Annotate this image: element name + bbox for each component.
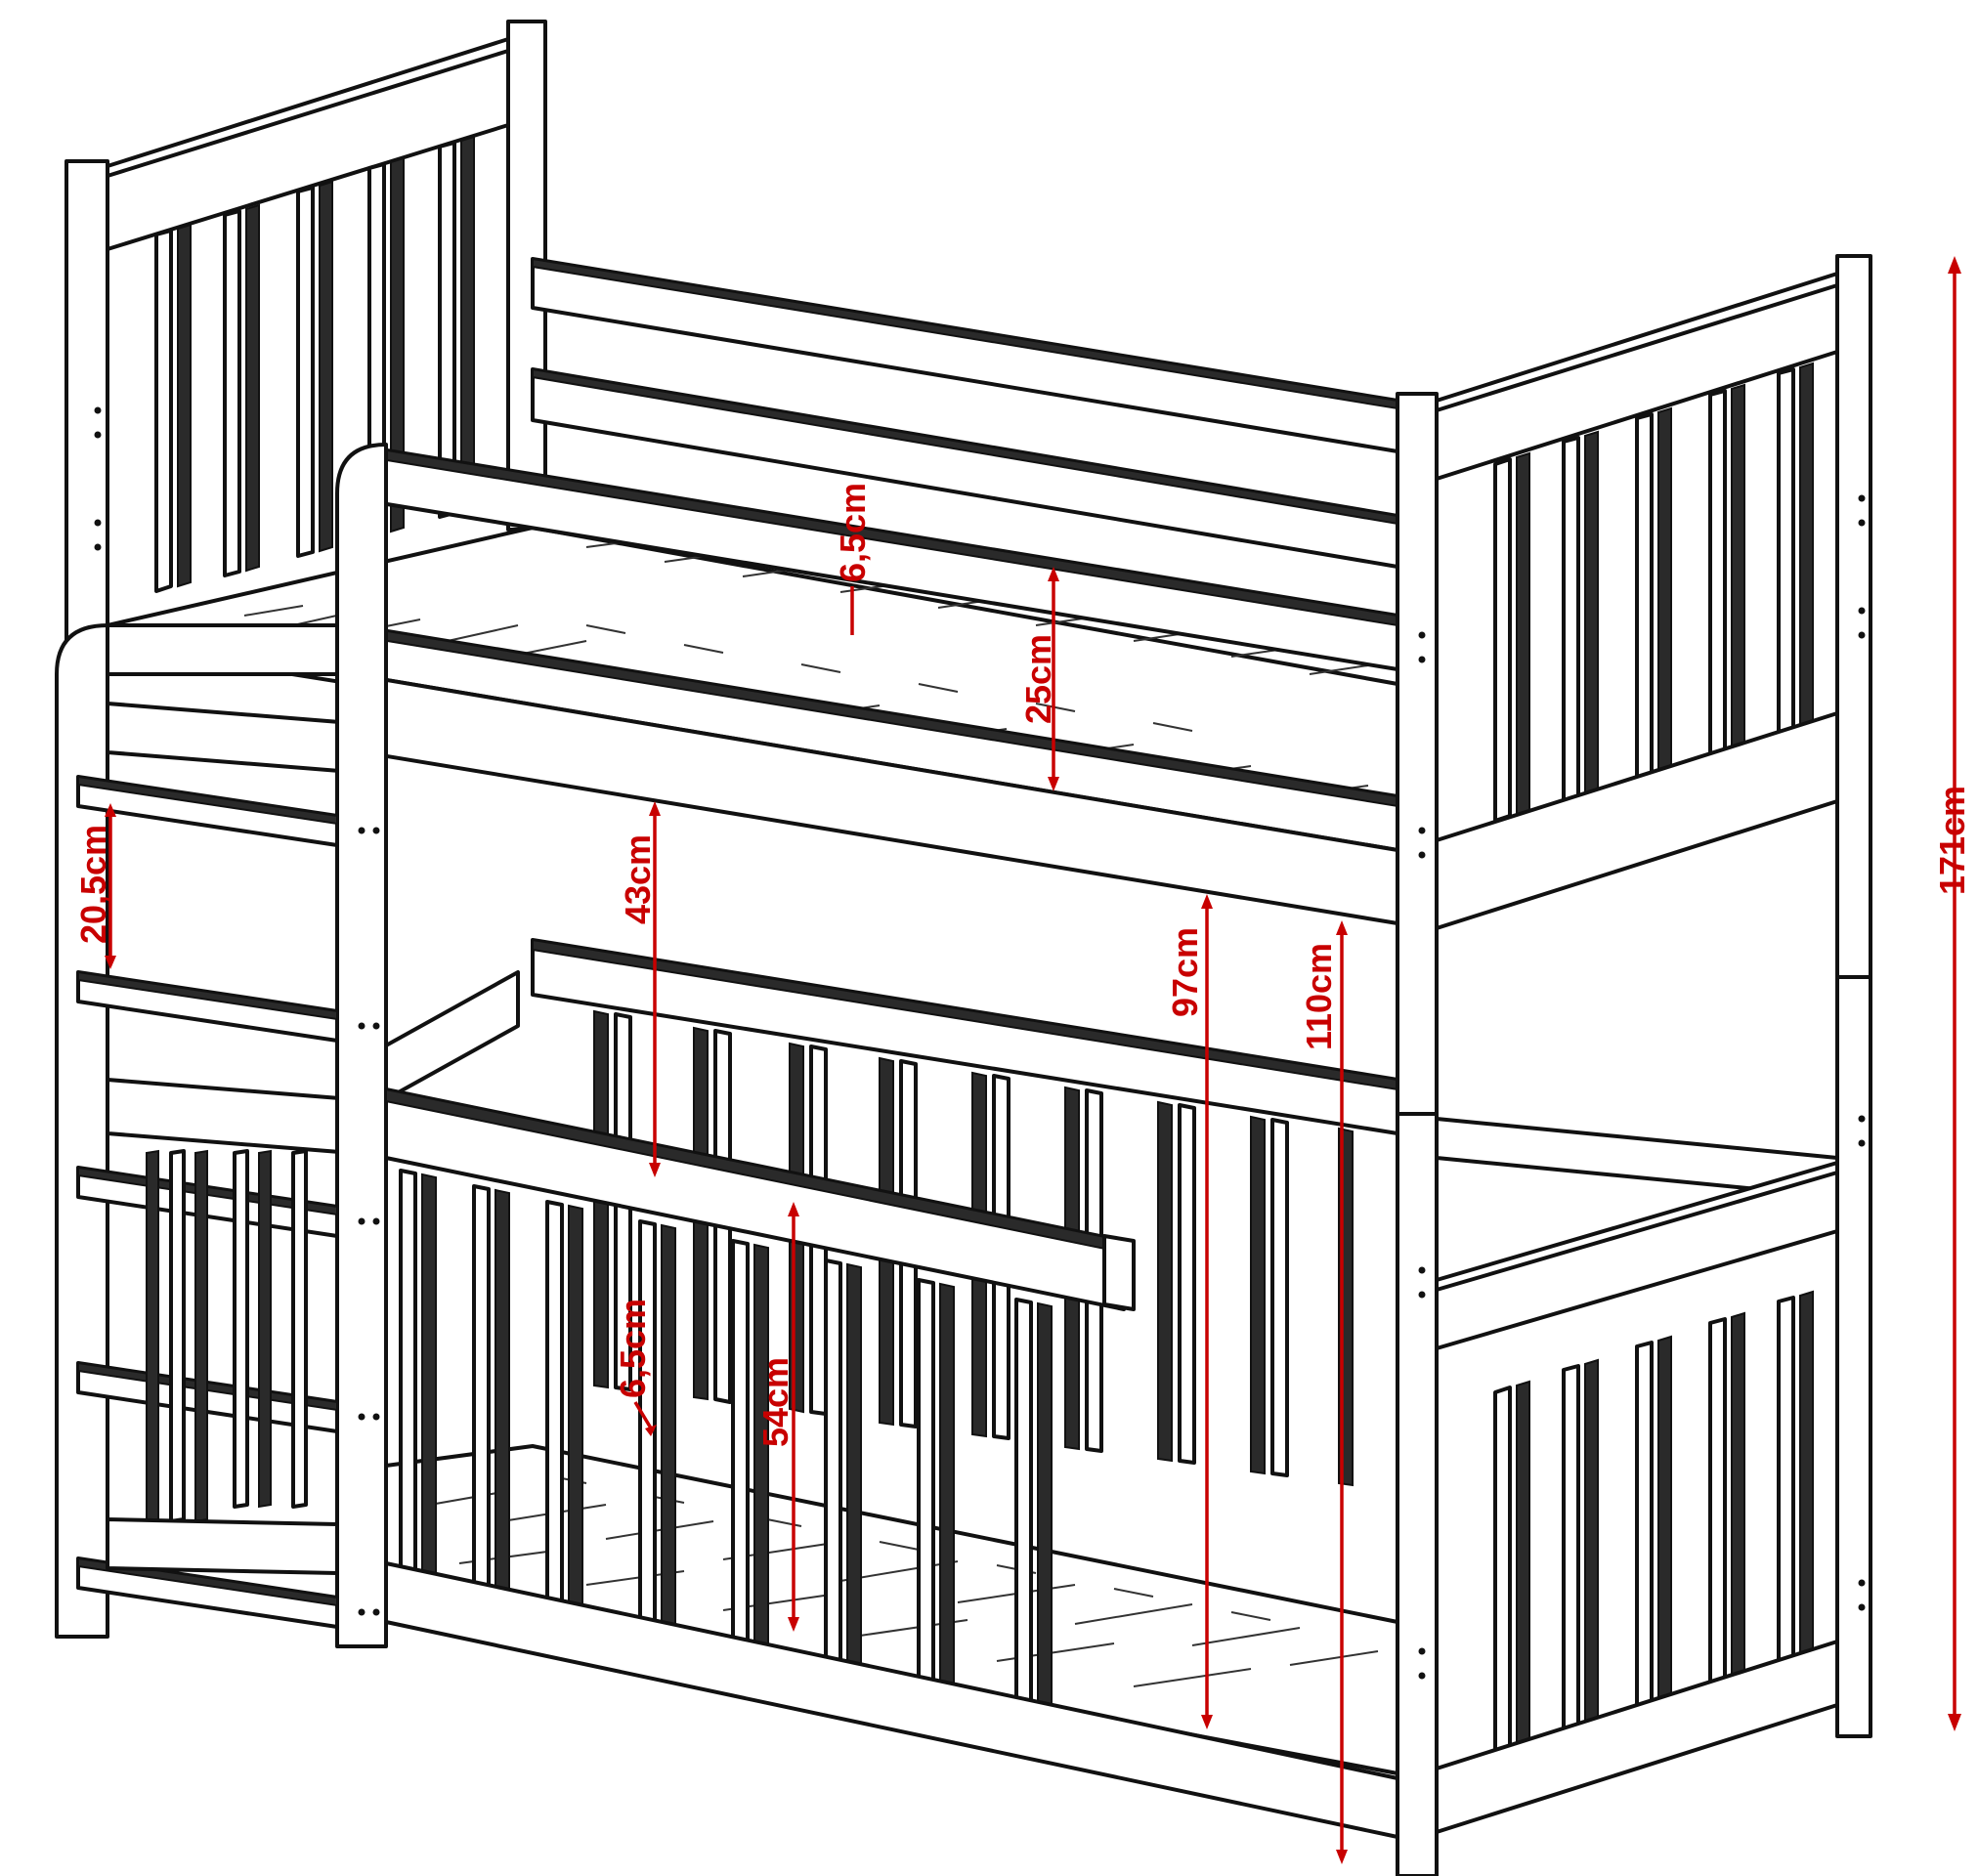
upper-back-guard-rails [531,257,1399,569]
dimension-ladder-rung-spacing: 20,5cm [73,803,116,969]
dimension-upper-frame-height: 110cm [1299,920,1348,1864]
dimensions: 171cm 6,5cm 25cm 20,5cm 43cm [73,256,1972,1864]
dimension-label-lower-guard-height: 54cm [755,1357,796,1447]
dimension-label-lower-slat-gap: 6,5cm [613,1299,653,1398]
front-right-post [1396,392,1439,1876]
lower-left-headboard [106,970,520,1575]
upper-sleeping-surface [106,448,1399,925]
lower-back-guard [531,938,1399,1487]
lower-right-footboard [1435,1117,1839,1834]
dimension-label-upper-rail-height: 25cm [1018,634,1058,724]
dimension-label-lower-clearance: 43cm [618,834,658,924]
dimension-total-height: 171cm [1932,256,1972,1731]
lower-front-guard [384,1087,1399,1839]
dimension-upper-slat-gap: 6,5cm [833,483,873,635]
dimension-lower-slat-gap: 6,5cm [613,1299,657,1436]
footboard-slats [1493,362,1814,823]
dimension-lower-clearance: 43cm [618,801,661,1177]
headboard-top-rail [106,37,510,251]
dimension-label-upper-slat-gap: 6,5cm [833,483,873,582]
back-left-headboard [64,20,547,1267]
dimension-upper-rail-height: 25cm [1018,567,1059,791]
dimension-label-total-height: 171cm [1932,786,1972,895]
dimension-lower-guard-height: 54cm [755,1202,799,1632]
dimension-label-upper-bed-height: 97cm [1165,927,1205,1017]
dimension-label-upper-frame-height: 110cm [1299,943,1339,1050]
dimension-upper-bed-height: 97cm [1165,894,1213,1729]
ladder-right-rail [335,443,388,1648]
front-right-post-body [1396,392,1439,1876]
far-right-post [1835,254,1872,1738]
dimension-label-ladder-rung-spacing: 20,5cm [73,825,113,944]
upper-right-footboard [1435,272,1839,930]
back-right-frame [1835,254,1872,1738]
